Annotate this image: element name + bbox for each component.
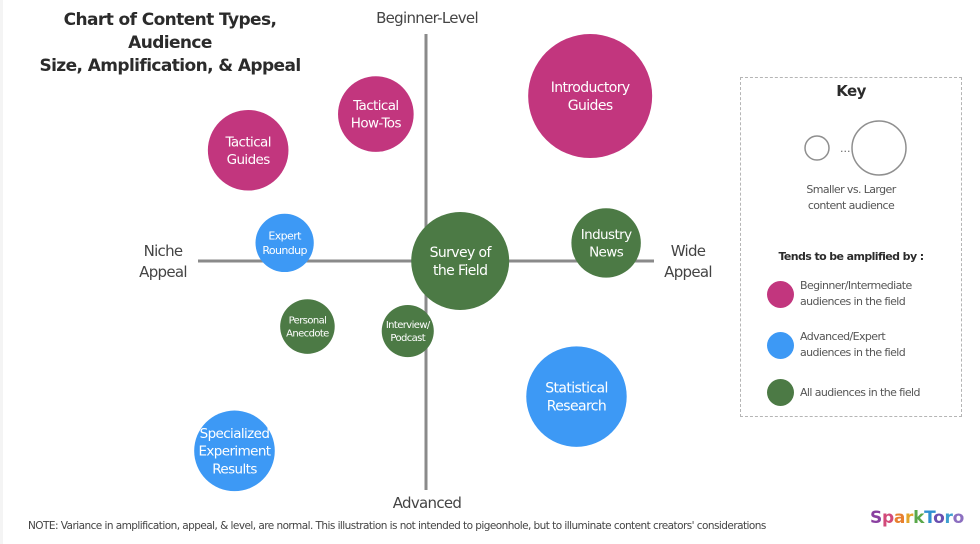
legend-item-advanced: Advanced/Expert audiences in the field <box>767 329 906 361</box>
x-axis-left-label-line-1: Niche <box>143 242 184 260</box>
bubble-label: News <box>589 245 624 261</box>
bubble-circle <box>207 109 289 191</box>
bubble-label: Anecdote <box>286 329 329 340</box>
bubble-circle <box>528 34 653 159</box>
bubble-label: Introductory <box>551 80 630 96</box>
chart-title: Chart of Content Types, Audience Size, A… <box>20 9 320 78</box>
bubble-circle <box>411 212 510 310</box>
legend-text-all-line-1: All audiences in the field <box>800 385 920 399</box>
y-axis-top-label: Beginner-Level <box>376 9 479 27</box>
bubble-label: How-Tos <box>351 116 402 132</box>
chart-title-line-1: Chart of Content Types, Audience <box>63 10 277 53</box>
size-caption-line-2: content audience <box>807 199 895 212</box>
bubble-circle <box>526 346 627 447</box>
bubble-circle <box>280 299 335 354</box>
bubble-label: Survey of <box>430 245 493 261</box>
logo-letter: a <box>893 508 905 528</box>
legend-text-advanced-line-2: audiences in the field <box>800 346 906 359</box>
legend-text-beginner: Beginner/Intermediate audiences in the f… <box>800 278 912 310</box>
logo-letter: o <box>952 508 965 528</box>
x-axis-right-label: Wide Appeal <box>653 241 723 283</box>
bubble-label: Expert <box>268 230 302 243</box>
legend-text-beginner-line-2: audiences in the field <box>800 295 906 308</box>
bubble-label: the Field <box>433 263 487 279</box>
legend-dot-all <box>767 379 794 406</box>
size-caption-line-1: Smaller vs. Larger <box>806 183 896 196</box>
sparktoro-logo: SparkToro <box>870 508 964 528</box>
bubble-label: Specialized <box>200 426 270 442</box>
size-legend-caption: Smaller vs. Larger content audience <box>741 182 961 214</box>
legend-key: Key ... Smaller vs. Larger content audie… <box>740 77 962 417</box>
size-legend: ... <box>804 120 907 176</box>
legend-text-beginner-line-1: Beginner/Intermediate <box>800 279 912 292</box>
bubble-label: Tactical <box>352 98 398 114</box>
bubble-circle <box>571 208 641 278</box>
legend-title: Key <box>836 82 866 100</box>
small-circle-icon <box>804 135 830 161</box>
x-axis-left-label: Niche Appeal <box>128 241 198 283</box>
bubble-label: Roundup <box>262 244 307 257</box>
bubble-interview-podcast: Interview/Podcast <box>381 305 434 358</box>
bubble-label: Industry <box>581 227 632 243</box>
logo-letter: T <box>924 508 934 528</box>
bubble-label: Interview/ <box>386 320 431 331</box>
large-circle-icon <box>851 120 907 176</box>
footnote: NOTE: Variance in amplification, appeal,… <box>28 520 766 532</box>
logo-letter: r <box>944 508 953 528</box>
legend-text-all: All audiences in the field <box>800 385 920 401</box>
left-edge <box>0 0 3 544</box>
legend-item-beginner: Beginner/Intermediate audiences in the f… <box>767 278 912 310</box>
bubble-label: Personal <box>289 316 327 327</box>
bubble-circle <box>194 410 275 492</box>
logo-letter: p <box>881 508 894 528</box>
size-ellipsis: ... <box>840 142 851 155</box>
amplification-legend-title: Tends to be amplified by : <box>778 250 924 263</box>
bubble-label: Guides <box>568 98 613 114</box>
bubble-label: Experiment <box>198 444 270 460</box>
bubble-label: Statistical <box>545 381 608 397</box>
legend-text-advanced: Advanced/Expert audiences in the field <box>800 329 906 361</box>
bubble-survey-of-the-field: Survey of the Field <box>411 212 510 310</box>
legend-dot-advanced <box>767 331 794 359</box>
legend-item-all: All audiences in the field <box>767 379 920 406</box>
bubble-circle <box>381 305 434 358</box>
bubble-label: Research <box>547 399 606 415</box>
bubble-label: Guides <box>227 152 271 168</box>
bubble-label: Podcast <box>390 333 425 344</box>
logo-letter: o <box>933 508 945 528</box>
logo-letter: S <box>870 508 882 528</box>
logo-letter: r <box>905 508 914 528</box>
bubble-label: Tactical <box>224 134 270 150</box>
bubble-label: Results <box>212 461 257 477</box>
legend-dot-beginner <box>767 280 794 308</box>
x-axis-left-label-line-2: Appeal <box>139 263 187 281</box>
bubble-circle <box>255 213 314 273</box>
x-axis-right-label-line-2: Appeal <box>664 263 712 281</box>
logo-letter: k <box>913 508 925 528</box>
x-axis-right-label-line-1: Wide <box>670 242 706 260</box>
bubbles: IntroductoryGuidesTacticalHow-TosTactica… <box>194 34 653 492</box>
chart-title-line-2: Size, Amplification, & Appeal <box>39 56 301 76</box>
legend-text-advanced-line-1: Advanced/Expert <box>800 330 886 343</box>
bubble-circle <box>338 76 414 152</box>
y-axis-bottom-label: Advanced <box>392 494 462 512</box>
